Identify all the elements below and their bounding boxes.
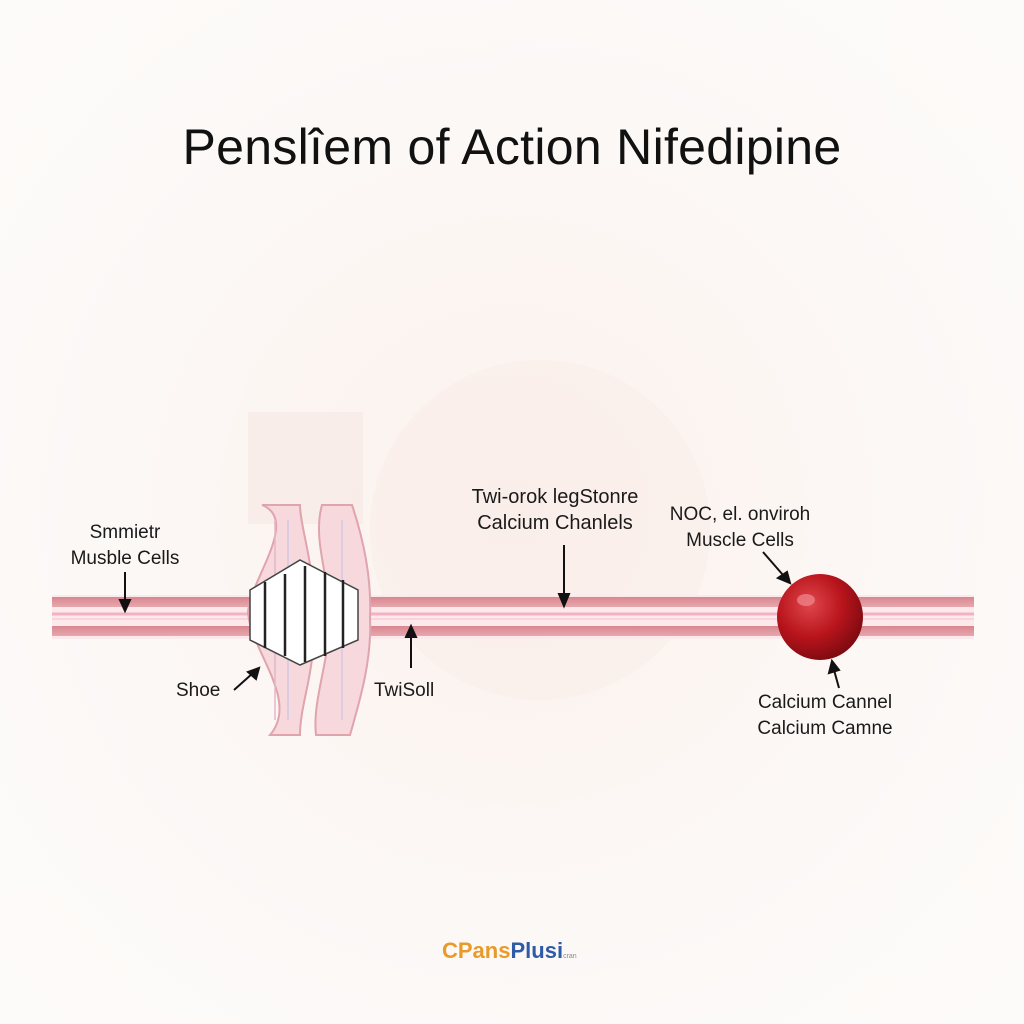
arrow-calcium-cannel: [827, 658, 841, 689]
arrow-twisoll: [404, 623, 418, 668]
label-calcium-channels: Twi-orok legStonre Calcium Chanlels: [471, 486, 639, 534]
arrow-muscle-cells: [762, 551, 792, 585]
calcium-ion-ball: [777, 574, 863, 660]
label-smooth-muscle-cells: Smmietr Musble Cells: [70, 522, 180, 569]
arrow-smooth-muscle: [118, 572, 132, 614]
diagram-title: Penslîem of Action Nifedipine: [182, 119, 842, 175]
label-calcium-cannel: Calcium Cannel Calcium Camne: [757, 692, 893, 739]
brand-logo: CPansPlusicran: [442, 938, 577, 963]
vessel-right-segment: [360, 595, 974, 639]
calcium-channel-structure: [246, 504, 372, 736]
arrow-shoe: [233, 666, 261, 691]
label-shoe: Shoe: [176, 680, 221, 701]
label-muscle-cells: NOC, el. onviroh Muscle Cells: [669, 504, 811, 551]
arrow-calcium-channels: [557, 545, 571, 609]
label-twisoll: TwiSoll: [374, 680, 435, 701]
vessel-left-segment: [52, 595, 252, 639]
